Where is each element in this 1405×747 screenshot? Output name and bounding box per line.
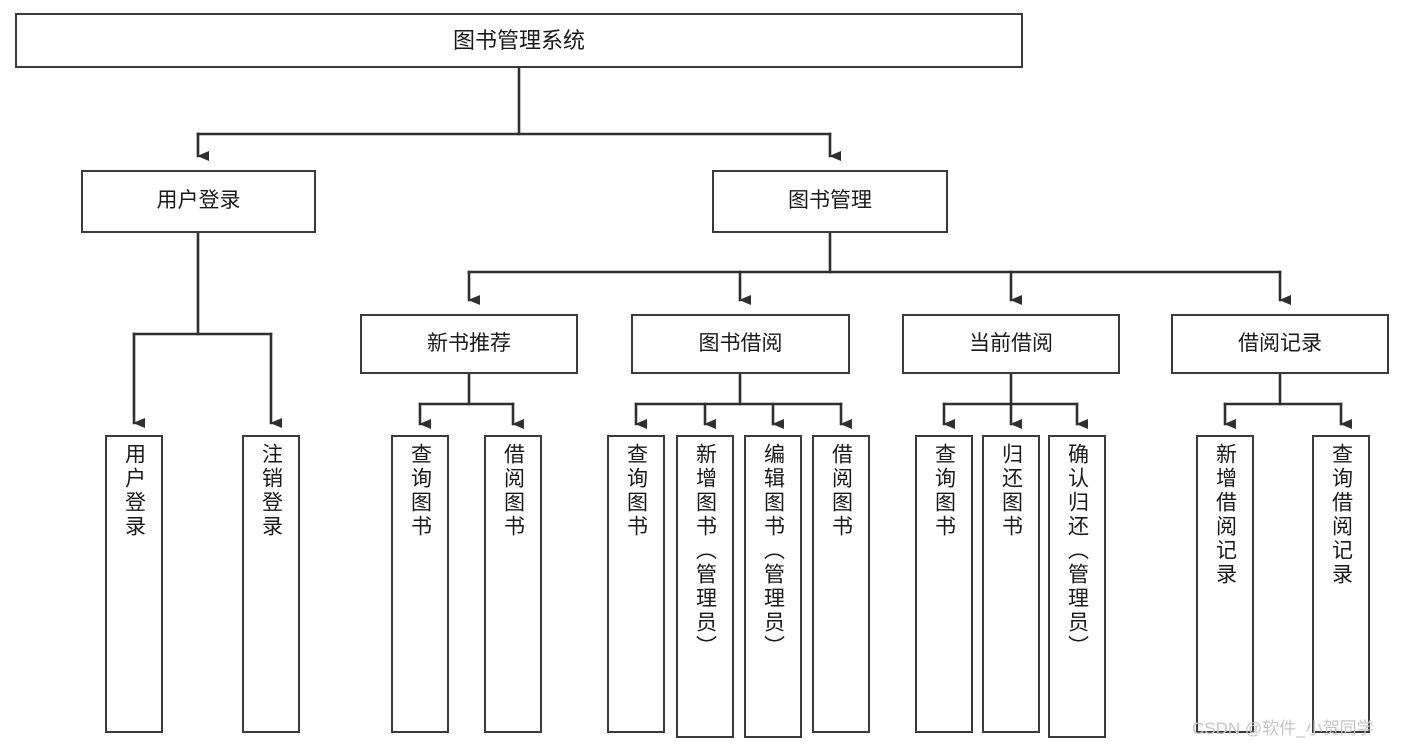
- leaf-query-book-current[interactable]: 查询图书: [915, 435, 973, 733]
- node-user-login-label: 用户登录: [156, 189, 241, 213]
- leaf-confirm-return-admin-label: 确认归还（管理员）: [1065, 443, 1089, 659]
- leaf-query-borrow-record-label: 查询借阅记录: [1329, 443, 1353, 587]
- node-book-management-label: 图书管理: [788, 189, 872, 213]
- node-book-borrow-label: 图书借阅: [698, 331, 783, 355]
- leaf-logout[interactable]: 注销登录: [242, 435, 300, 733]
- node-current-borrow[interactable]: 当前借阅: [902, 314, 1120, 374]
- leaf-query-book-recommend[interactable]: 查询图书: [391, 435, 449, 733]
- node-borrow-record[interactable]: 借阅记录: [1171, 314, 1389, 374]
- node-root[interactable]: 图书管理系统: [15, 13, 1023, 68]
- leaf-edit-book-admin-label: 编辑图书（管理员）: [761, 443, 785, 659]
- leaf-return-book[interactable]: 归还图书: [982, 435, 1040, 733]
- node-user-login[interactable]: 用户登录: [81, 170, 316, 233]
- leaf-borrow-book-label: 借阅图书: [829, 443, 853, 539]
- leaf-borrow-book[interactable]: 借阅图书: [812, 435, 870, 733]
- leaf-query-book-borrow[interactable]: 查询图书: [607, 435, 665, 733]
- leaf-borrow-book-recommend[interactable]: 借阅图书: [484, 435, 542, 733]
- csdn-watermark: CSDN @软件_小贺同学: [1192, 719, 1374, 738]
- leaf-query-book-current-label: 查询图书: [932, 443, 956, 539]
- leaf-add-book-admin-label: 新增图书（管理员）: [693, 443, 717, 659]
- leaf-query-book-recommend-label: 查询图书: [408, 443, 432, 539]
- leaf-add-borrow-record-label: 新增借阅记录: [1213, 443, 1237, 587]
- node-current-borrow-label: 当前借阅: [969, 331, 1053, 355]
- leaf-return-book-label: 归还图书: [999, 443, 1023, 539]
- leaf-query-borrow-record[interactable]: 查询借阅记录: [1312, 435, 1370, 733]
- leaf-add-borrow-record[interactable]: 新增借阅记录: [1196, 435, 1254, 733]
- node-root-label: 图书管理系统: [452, 27, 585, 53]
- node-new-book-recommend[interactable]: 新书推荐: [360, 314, 578, 374]
- leaf-edit-book-admin[interactable]: 编辑图书（管理员）: [744, 435, 802, 738]
- node-new-book-recommend-label: 新书推荐: [427, 331, 511, 355]
- node-borrow-record-label: 借阅记录: [1238, 331, 1322, 355]
- leaf-confirm-return-admin[interactable]: 确认归还（管理员）: [1048, 435, 1106, 738]
- leaf-user-login-label: 用户登录: [122, 443, 146, 539]
- leaf-add-book-admin[interactable]: 新增图书（管理员）: [676, 435, 734, 738]
- leaf-logout-label: 注销登录: [259, 443, 283, 539]
- leaf-query-book-borrow-label: 查询图书: [624, 443, 648, 539]
- leaf-user-login[interactable]: 用户登录: [105, 435, 163, 733]
- node-book-management[interactable]: 图书管理: [712, 170, 948, 233]
- leaf-borrow-book-recommend-label: 借阅图书: [501, 443, 525, 539]
- node-book-borrow[interactable]: 图书借阅: [631, 314, 850, 374]
